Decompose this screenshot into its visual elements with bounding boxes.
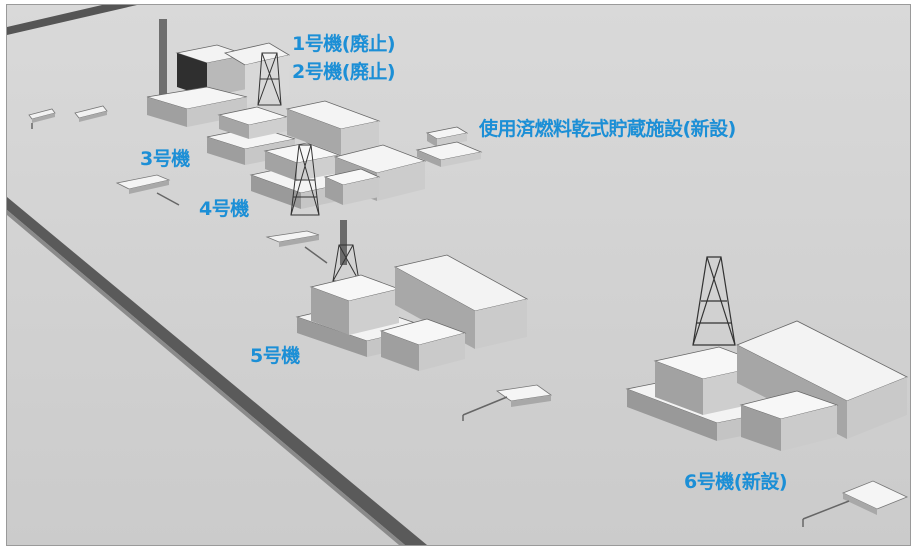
dry-cask-storage-label: 使用済燃料乾式貯蔵施設(新設): [479, 118, 736, 140]
unit-3-label: 3号機: [140, 148, 190, 170]
small-building-mid-left: [115, 174, 180, 206]
dry-cask-storage-building: [415, 126, 483, 167]
small-building-lower-right: [802, 480, 909, 527]
road-diagonal: [7, 197, 427, 545]
plant-site-rendering: 1号機(廃止) 2号機(廃止) 使用済燃料乾式貯蔵施設(新設) 3号機 4号機 …: [6, 4, 911, 546]
unit-2-label: 2号機(廃止): [292, 61, 396, 83]
unit-1-2-buildings: [146, 19, 291, 127]
road-top: [7, 5, 137, 35]
unit-6-buildings: [625, 256, 908, 451]
unit-4-label: 4号機: [199, 198, 249, 220]
small-building-left-1: [28, 108, 56, 129]
unit-1-label: 1号機(廃止): [292, 33, 396, 55]
road-edge: [7, 210, 405, 545]
unit-5-label: 5号機: [250, 345, 300, 367]
site-illustration: [7, 5, 910, 545]
unit-5-buildings: [295, 220, 529, 371]
unit-3-4-buildings: [206, 100, 427, 216]
small-building-lower-center: [462, 384, 553, 421]
small-building-center: [265, 230, 328, 264]
small-building-left-2: [74, 105, 108, 122]
unit-6-label: 6号機(新設): [684, 471, 788, 493]
